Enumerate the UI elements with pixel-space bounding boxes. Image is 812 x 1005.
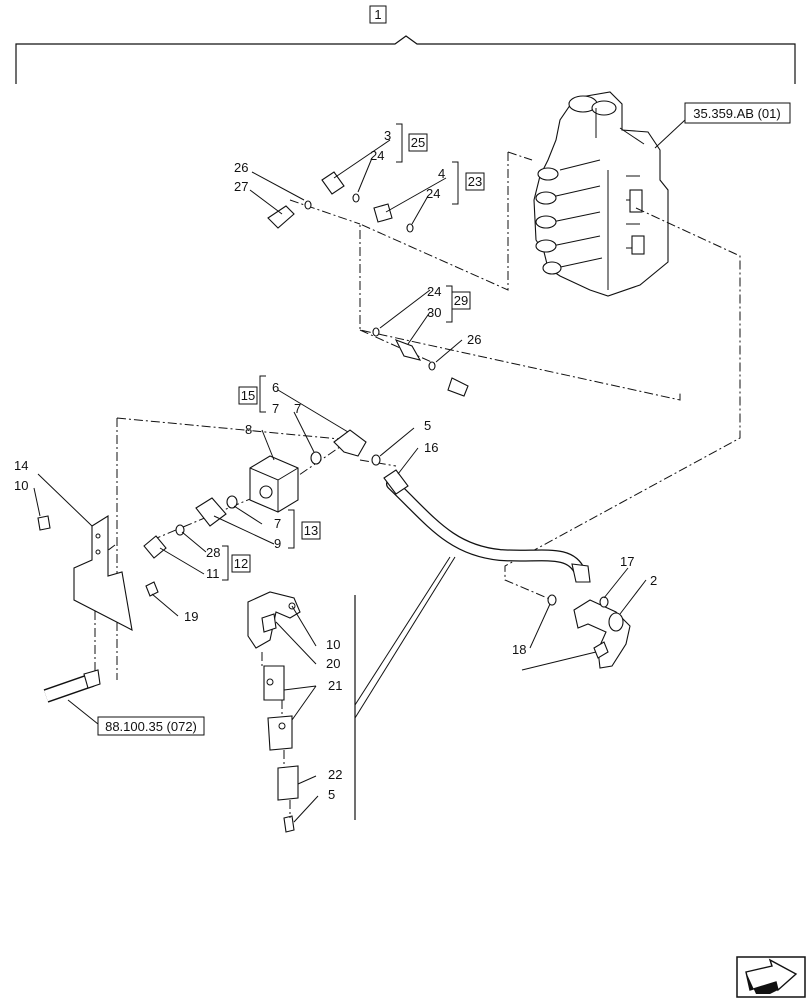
- kit-label-12: 12: [234, 556, 248, 571]
- callout: 5: [328, 787, 335, 802]
- callout: 18: [512, 642, 526, 657]
- elbow-fitting: [547, 594, 631, 669]
- callout: 4: [438, 166, 445, 181]
- upper-hose-assembly: [232, 171, 469, 397]
- valve-ref-box[interactable]: [684, 102, 791, 124]
- next-page-arrow-icon[interactable]: [736, 956, 806, 998]
- callout: 7: [294, 401, 301, 416]
- clamp-group: [247, 591, 301, 833]
- callout: 10: [326, 637, 340, 652]
- callout: 26: [234, 160, 248, 175]
- callout: 7: [274, 516, 281, 531]
- callout: 8: [245, 422, 252, 437]
- callout: 9: [274, 536, 281, 551]
- kit-label-23: 23: [468, 174, 482, 189]
- callout: 30: [427, 305, 441, 320]
- kit-label-25: 25: [411, 135, 425, 150]
- callout: 24: [427, 284, 441, 299]
- callout: 28: [206, 545, 220, 560]
- kit-brackets: 25 23 29 15 13 12: [222, 123, 485, 581]
- main-hose: [383, 469, 591, 583]
- assembly-bracket: 1: [15, 5, 796, 84]
- callout: 22: [328, 767, 342, 782]
- callout: 19: [184, 609, 198, 624]
- callout: 6: [272, 380, 279, 395]
- kit-box-25: [408, 133, 428, 152]
- callout: 26: [467, 332, 481, 347]
- callout: 7: [272, 401, 279, 416]
- callout: 27: [234, 179, 248, 194]
- callout: 24: [426, 186, 440, 201]
- hose-ref-box[interactable]: [97, 716, 205, 736]
- callout: 11: [206, 566, 220, 581]
- callout: 3: [384, 128, 391, 143]
- assembly-ref-label: 1: [374, 7, 381, 22]
- callout: 16: [424, 440, 438, 455]
- control-valve: 35.359.AB (01): [533, 91, 791, 297]
- mounting-bracket: [37, 515, 159, 631]
- hose-end: 88.100.35 (072): [43, 669, 205, 736]
- kit-box-15: [238, 386, 258, 405]
- valve-leader: [654, 119, 686, 149]
- callout: 24: [370, 148, 384, 163]
- leader-lines: [33, 139, 647, 823]
- kit-box-13: [301, 521, 321, 540]
- section-lines: [354, 556, 456, 820]
- kit-label-15: 15: [241, 388, 255, 403]
- callout: 5: [424, 418, 431, 433]
- kit-box-12: [231, 554, 251, 573]
- valve-ref-label[interactable]: 35.359.AB (01): [693, 106, 780, 121]
- callout: 2: [650, 573, 657, 588]
- callout: 21: [328, 678, 342, 693]
- callout: 14: [14, 458, 28, 473]
- kit-box-29: [451, 291, 471, 310]
- callout: 17: [620, 554, 634, 569]
- manifold-group: [143, 429, 381, 559]
- kit-box-23: [465, 172, 485, 191]
- kit-label-29: 29: [454, 293, 468, 308]
- callout: 10: [14, 478, 28, 493]
- callouts: 3 24 26 27 4 24 24 30 26 6 7 7 8 5 16 14…: [14, 128, 657, 802]
- hose-ref-label[interactable]: 88.100.35 (072): [105, 719, 197, 734]
- callout: 20: [326, 656, 340, 671]
- assembly-ref-box: [369, 5, 387, 24]
- kit-label-13: 13: [304, 523, 318, 538]
